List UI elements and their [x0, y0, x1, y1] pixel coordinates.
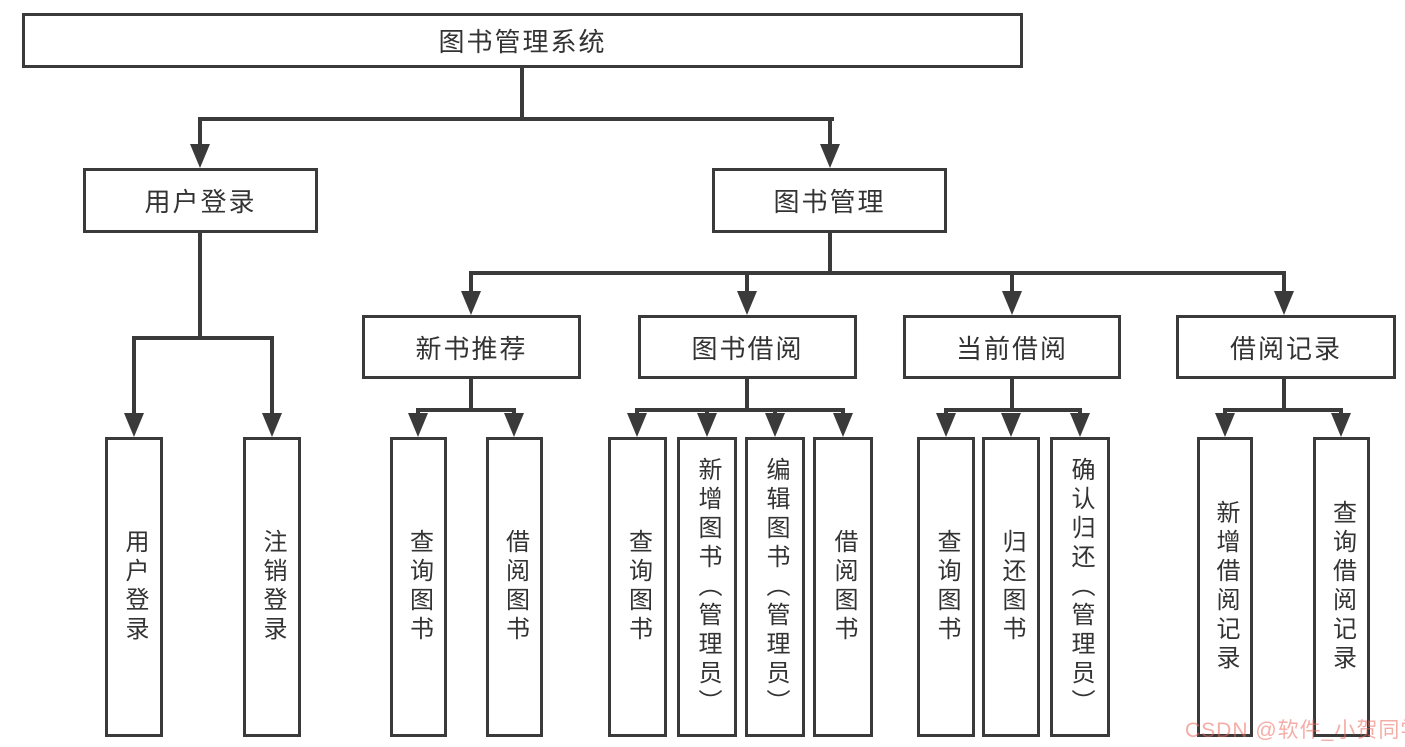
arrowhead-icon — [1070, 413, 1090, 437]
node-book-mgmt: 图书管理 — [712, 168, 947, 233]
leaf-confirm-return-admin: 确认归还（管理员） — [1050, 437, 1110, 737]
connector-line — [828, 117, 832, 147]
connector-line — [745, 271, 749, 294]
leaf-query-books-current: 查询图书 — [917, 437, 975, 737]
leaf-return-books: 归还图书 — [982, 437, 1040, 737]
node-new-book-recommend-label: 新书推荐 — [415, 333, 528, 364]
leaf-logout: 注销登录 — [243, 437, 301, 737]
leaf-borrow-books-recommend-label: 借阅图书 — [501, 529, 529, 645]
leaf-borrow-books-recommend: 借阅图书 — [486, 437, 543, 737]
connector-line — [520, 68, 524, 120]
csdn-watermark: CSDN @软件_小贺同学 — [1185, 719, 1405, 742]
arrowhead-icon — [765, 413, 785, 437]
arrowhead-icon — [1274, 291, 1294, 315]
arrowhead-icon — [936, 413, 956, 437]
node-root: 图书管理系统 — [22, 13, 1023, 68]
leaf-query-books-recommend: 查询图书 — [390, 437, 447, 737]
node-current-borrow: 当前借阅 — [903, 315, 1121, 379]
connector-line — [198, 117, 834, 121]
leaf-user-login-label: 用户登录 — [121, 529, 148, 645]
leaf-query-books-borrow: 查询图书 — [608, 437, 667, 737]
node-book-mgmt-label: 图书管理 — [773, 187, 886, 217]
connector-line — [469, 271, 1286, 275]
arrowhead-icon — [504, 413, 524, 437]
arrowhead-icon — [1215, 413, 1235, 437]
leaf-edit-book-admin-label: 编辑图书（管理员） — [762, 456, 789, 718]
leaf-add-book-admin-label: 新增图书（管理员） — [694, 456, 721, 718]
node-borrow-records: 借阅记录 — [1176, 315, 1396, 379]
node-user-login-label: 用户登录 — [144, 187, 257, 217]
node-borrow-records-label: 借阅记录 — [1229, 333, 1342, 364]
connector-line — [469, 379, 473, 411]
node-book-borrow: 图书借阅 — [638, 315, 857, 379]
connector-line — [132, 336, 274, 340]
leaf-add-book-admin: 新增图书（管理员） — [677, 437, 737, 737]
node-current-borrow-label: 当前借阅 — [955, 333, 1068, 364]
connector-line — [1282, 271, 1286, 294]
arrowhead-icon — [408, 413, 428, 437]
leaf-add-borrow-record: 新增借阅记录 — [1197, 437, 1253, 737]
connector-line — [828, 233, 832, 275]
leaf-add-borrow-record-label: 新增借阅记录 — [1212, 500, 1239, 674]
connector-line — [198, 233, 202, 339]
arrowhead-icon — [833, 413, 853, 437]
leaf-edit-book-admin: 编辑图书（管理员） — [745, 437, 805, 737]
connector-line — [198, 117, 202, 147]
arrowhead-icon — [737, 291, 757, 315]
arrowhead-icon — [262, 413, 282, 437]
node-user-login: 用户登录 — [83, 168, 318, 233]
arrowhead-icon — [124, 413, 144, 437]
arrowhead-icon — [461, 291, 481, 315]
arrowhead-icon — [627, 413, 647, 437]
leaf-query-borrow-record: 查询借阅记录 — [1313, 437, 1370, 737]
leaf-user-login: 用户登录 — [105, 437, 163, 737]
connector-line — [944, 408, 1082, 412]
connector-line — [416, 408, 516, 412]
connector-line — [1010, 379, 1014, 411]
leaf-return-books-label: 归还图书 — [998, 529, 1025, 645]
arrowhead-icon — [1331, 413, 1351, 437]
connector-line — [745, 379, 749, 411]
leaf-confirm-return-admin-label: 确认归还（管理员） — [1067, 456, 1094, 718]
arrowhead-icon — [190, 144, 210, 168]
arrowhead-icon — [697, 413, 717, 437]
connector-line — [1010, 271, 1014, 294]
arrowhead-icon — [1001, 413, 1021, 437]
node-new-book-recommend: 新书推荐 — [362, 315, 581, 379]
leaf-logout-label: 注销登录 — [259, 529, 286, 645]
connector-line — [270, 336, 274, 416]
node-book-borrow-label: 图书借阅 — [691, 333, 804, 364]
arrowhead-icon — [1002, 291, 1022, 315]
arrowhead-icon — [820, 144, 840, 168]
leaf-borrow-books-2: 借阅图书 — [813, 437, 873, 737]
connector-line — [1282, 379, 1286, 411]
leaf-query-books-current-label: 查询图书 — [933, 529, 960, 645]
connector-line — [1223, 408, 1343, 412]
leaf-borrow-books-2-label: 借阅图书 — [830, 529, 857, 645]
connector-line — [469, 271, 473, 294]
connector-line — [132, 336, 136, 416]
leaf-query-borrow-record-label: 查询借阅记录 — [1328, 500, 1356, 674]
leaf-query-books-borrow-label: 查询图书 — [624, 529, 652, 645]
leaf-query-books-recommend-label: 查询图书 — [405, 529, 433, 645]
connector-line — [635, 408, 845, 412]
node-root-label: 图书管理系统 — [438, 27, 607, 57]
